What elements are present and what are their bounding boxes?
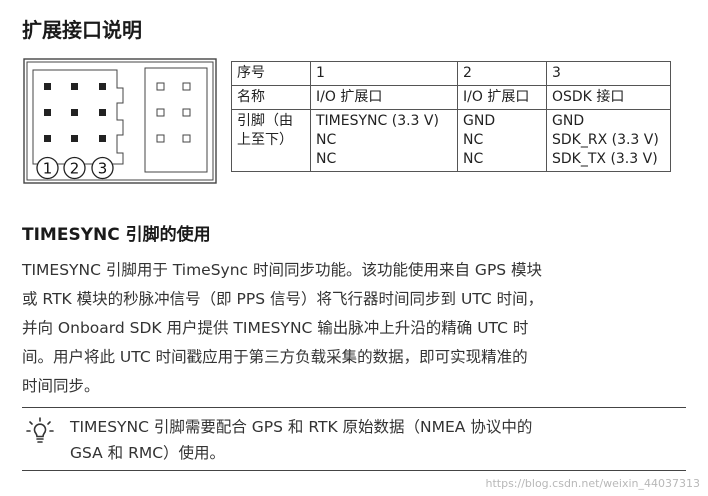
cell-line: GND — [552, 113, 585, 129]
table-cell: I/O 扩展口 — [310, 85, 458, 110]
note-box: TIMESYNC 引脚需要配合 GPS 和 RTK 原始数据（NMEA 协议中的… — [22, 407, 686, 471]
cell-line: NC — [316, 151, 337, 167]
cell-line: SDK_RX (3.3 V) — [552, 132, 659, 148]
cell-line: NC — [316, 132, 337, 148]
pin-label-3: 3 — [98, 160, 108, 178]
cell-line: GND — [463, 113, 496, 129]
paragraph-line: 间。用户将此 UTC 时间戳应用于第三方负载采集的数据，即可实现精准的 — [22, 348, 528, 366]
table-cell: TIMESYNC (3.3 V) NC NC — [310, 109, 458, 172]
table-row: 序号 1 2 3 — [231, 61, 671, 86]
cell-line: 上至下） — [237, 132, 293, 148]
table-cell: I/O 扩展口 — [457, 85, 547, 110]
paragraph-line: TIMESYNC 引脚用于 TimeSync 时间同步功能。该功能使用来自 GP… — [22, 261, 543, 279]
table-cell: 3 — [546, 61, 671, 86]
note-line: GSA 和 RMC）使用。 — [70, 444, 226, 462]
table-cell: 引脚（由 上至下） — [231, 109, 311, 172]
paragraph-line: 或 RTK 模块的秒脉冲信号（即 PPS 信号）将飞行器时间同步到 UTC 时间… — [22, 290, 544, 308]
connector-diagram: 1 2 3 — [23, 58, 217, 184]
section-heading: TIMESYNC 引脚的使用 — [22, 225, 211, 245]
table-row: 名称 I/O 扩展口 I/O 扩展口 OSDK 接口 — [231, 85, 671, 110]
cell-line: 引脚（由 — [237, 113, 293, 129]
note-line: TIMESYNC 引脚需要配合 GPS 和 RTK 原始数据（NMEA 协议中的 — [70, 418, 533, 436]
table-cell: 1 — [310, 61, 458, 86]
cell-line: TIMESYNC (3.3 V) — [316, 113, 439, 129]
table-cell: GND SDK_RX (3.3 V) SDK_TX (3.3 V) — [546, 109, 671, 172]
watermark: https://blog.csdn.net/weixin_44037313 — [485, 477, 700, 490]
pin-label-2: 2 — [70, 160, 80, 178]
cell-line: NC — [463, 132, 484, 148]
table-cell: 2 — [457, 61, 547, 86]
table-cell: OSDK 接口 — [546, 85, 671, 110]
page-title: 扩展接口说明 — [22, 18, 142, 42]
table-cell: 序号 — [231, 61, 311, 86]
paragraph-line: 并向 Onboard SDK 用户提供 TIMESYNC 输出脉冲上升沿的精确 … — [22, 319, 529, 337]
pin-label-1: 1 — [43, 160, 53, 178]
paragraph-line: 时间同步。 — [22, 377, 100, 395]
interface-table: 序号 1 2 3 名称 I/O 扩展口 I/O 扩展口 OSDK 接口 引脚（由… — [231, 61, 671, 172]
table-cell: 名称 — [231, 85, 311, 110]
cell-line: SDK_TX (3.3 V) — [552, 151, 658, 167]
table-cell: GND NC NC — [457, 109, 547, 172]
section-paragraph: TIMESYNC 引脚用于 TimeSync 时间同步功能。该功能使用来自 GP… — [22, 256, 686, 401]
cell-line: NC — [463, 151, 484, 167]
table-row: 引脚（由 上至下） TIMESYNC (3.3 V) NC NC GND NC … — [231, 109, 671, 172]
lightbulb-icon — [26, 417, 54, 443]
